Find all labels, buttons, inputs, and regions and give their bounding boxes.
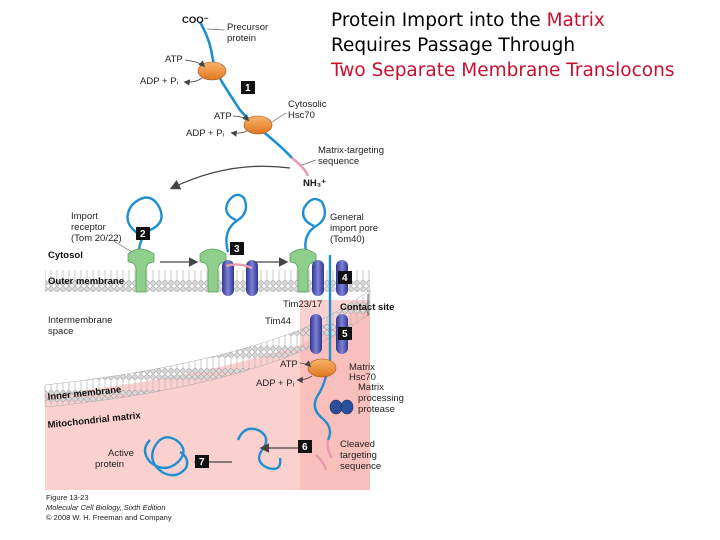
cytosol-label: Cytosol [48, 250, 83, 261]
adp-matrix-label: ADP + Pᵢ [256, 378, 295, 389]
active-protein-label-1: Active [108, 448, 134, 459]
import-receptor-label-2: receptor [71, 222, 106, 233]
step-7-badge [195, 455, 209, 468]
precursor-label-1: Precursor [227, 22, 268, 33]
tom40-pore-1 [222, 260, 258, 296]
general-pore-label-2: import pore [330, 223, 378, 234]
coo-label: COO⁻ [182, 15, 209, 26]
tim44-label: Tim44 [265, 316, 291, 327]
matrix-hsc70 [307, 358, 337, 378]
matrix-hsc70-label-2: Hsc70 [349, 372, 376, 383]
title-line-3: Two Separate Membrane Translocons [331, 60, 675, 81]
general-pore-label-1: General [330, 212, 364, 223]
unfolded-chain-3 [301, 197, 327, 261]
intermembrane-label-1: Intermembrane [48, 315, 112, 326]
step-5-badge [338, 327, 352, 340]
cytosolic-hsc70-label-2: Hsc70 [288, 110, 315, 121]
slide-title: Protein Import into the Matrix Requires … [331, 8, 716, 83]
flow-arrow-curve [169, 165, 291, 190]
step-6-number: 6 [302, 442, 308, 453]
protease-label-3: protease [358, 404, 395, 415]
targeting-sequence-top [291, 156, 310, 177]
processing-protease [329, 399, 354, 415]
contact-site-label: Contact site [340, 302, 394, 313]
step-4-badge [338, 271, 352, 284]
step-7-number: 7 [199, 457, 205, 468]
step-2-badge [136, 227, 150, 240]
cleaved-targeting-sequence [315, 454, 328, 471]
cleaved-label-2: targeting [340, 450, 377, 461]
inner-membrane [44, 289, 371, 408]
active-protein-chain [143, 436, 189, 477]
import-receptor-2 [199, 248, 227, 293]
precursor-label-2: protein [227, 33, 256, 44]
outer-membrane [45, 270, 370, 292]
title-line-2: Requires Passage Through [331, 35, 576, 56]
matrix-targeting-label-1: Matrix-targeting [318, 145, 384, 156]
mitochondrial-matrix-region [45, 300, 370, 490]
tim23-label: Tim23/17 [283, 299, 322, 310]
cytosolic-hsc70-mid [243, 115, 273, 135]
nh3-label: NH₃⁺ [303, 178, 326, 189]
atp-matrix-label: ATP [280, 359, 298, 370]
atp-top-label: ATP [165, 54, 183, 65]
chain-in-matrix [313, 359, 332, 441]
title-line-1: Protein Import into the Matrix [331, 10, 605, 31]
cleaved-label-1: Cleaved [340, 439, 375, 450]
step-1-badge [241, 81, 255, 94]
caption-figure: Figure 13-23 [46, 493, 89, 502]
outer-membrane-label: Outer membrane [48, 276, 124, 287]
import-receptor-label-3: (Tom 20/22) [71, 233, 122, 244]
step-3-number: 3 [234, 244, 240, 255]
step-6-badge [298, 440, 312, 453]
step-3-badge [230, 242, 244, 255]
active-protein-label-2: protein [95, 459, 124, 470]
step-5-number: 5 [342, 329, 348, 340]
general-pore-label-3: (Tom40) [330, 234, 365, 245]
import-receptor-3 [289, 248, 317, 293]
matrix-targeting-label-2: sequence [318, 156, 359, 167]
step-4-number: 4 [342, 273, 348, 284]
cleaved-label-3: sequence [340, 461, 381, 472]
caption-book: Molecular Cell Biology, Sixth Edition [46, 503, 166, 512]
import-receptor-1 [127, 248, 155, 293]
protease-label-1: Matrix [358, 382, 384, 393]
adp-top-label: ADP + Pᵢ [140, 76, 179, 87]
adp-mid-label: ADP + Pᵢ [186, 128, 225, 139]
precursor-chain [198, 21, 293, 159]
import-receptor-label-1: Import [71, 211, 98, 222]
step-2-number: 2 [140, 229, 146, 240]
matrix-hsc70-label-1: Matrix [349, 362, 375, 373]
intermembrane-label-2: space [48, 326, 73, 337]
cytosolic-hsc70-label-1: Cytosolic [288, 99, 327, 110]
figure-caption: Figure 13-23 Molecular Cell Biology, Six… [46, 493, 172, 523]
targeting-sequence-matrix [326, 439, 334, 459]
title-highlight: Matrix [546, 10, 605, 31]
atp-mid-label: ATP [214, 111, 232, 122]
caption-copyright: © 2008 W. H. Freeman and Company [46, 513, 172, 522]
protease-label-2: processing [358, 393, 404, 404]
unfolded-chain-2 [225, 193, 248, 253]
step-1-number: 1 [245, 83, 251, 94]
